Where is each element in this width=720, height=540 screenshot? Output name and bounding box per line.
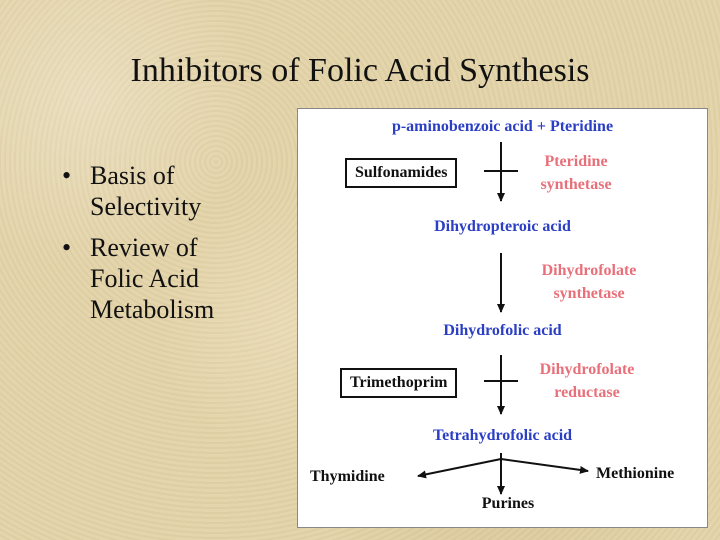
slide-title: Inhibitors of Folic Acid Synthesis	[130, 52, 590, 89]
bullet-text: Basis of	[90, 161, 175, 190]
bullet-dot-icon: •	[62, 233, 72, 262]
product-tetrahydrofolic-acid: Tetrahydrofolic acid	[432, 427, 573, 444]
bullet-item: • Basis of Selectivity	[62, 160, 214, 222]
intermediate-dihydropteroic-acid: Dihydropteroic acid	[434, 218, 571, 235]
substrate-label: p-aminobenzoic acid + Pteridine	[391, 118, 614, 135]
pathway-arrows	[417, 142, 589, 495]
output-arrow-thymidine	[417, 458, 502, 479]
bullet-text: Metabolism	[90, 295, 215, 324]
bullet-list: • Basis of Selectivity • Review of Folic…	[62, 160, 214, 335]
bullet-text: Review of	[90, 233, 198, 262]
bullet-dot-icon: •	[62, 161, 72, 190]
bullet-item: • Review of Folic Acid Metabolism	[62, 232, 214, 325]
inhibitor-trimethoprim: Trimethoprim	[340, 368, 458, 398]
output-methionine: Methionine	[596, 465, 675, 482]
bullet-text: Selectivity	[90, 192, 202, 221]
inhibitor-sulfonamides: Sulfonamides	[345, 158, 458, 188]
output-purines: Purines	[481, 495, 535, 512]
intermediate-dihydrofolic-acid: Dihydrofolic acid	[443, 322, 562, 339]
pathway-diagram: p-aminobenzoic acid + Pteridine Sulfonam…	[297, 108, 708, 528]
output-thymidine: Thymidine	[310, 468, 385, 485]
output-arrow-methionine	[500, 458, 589, 474]
bullet-text: Folic Acid	[90, 264, 200, 293]
